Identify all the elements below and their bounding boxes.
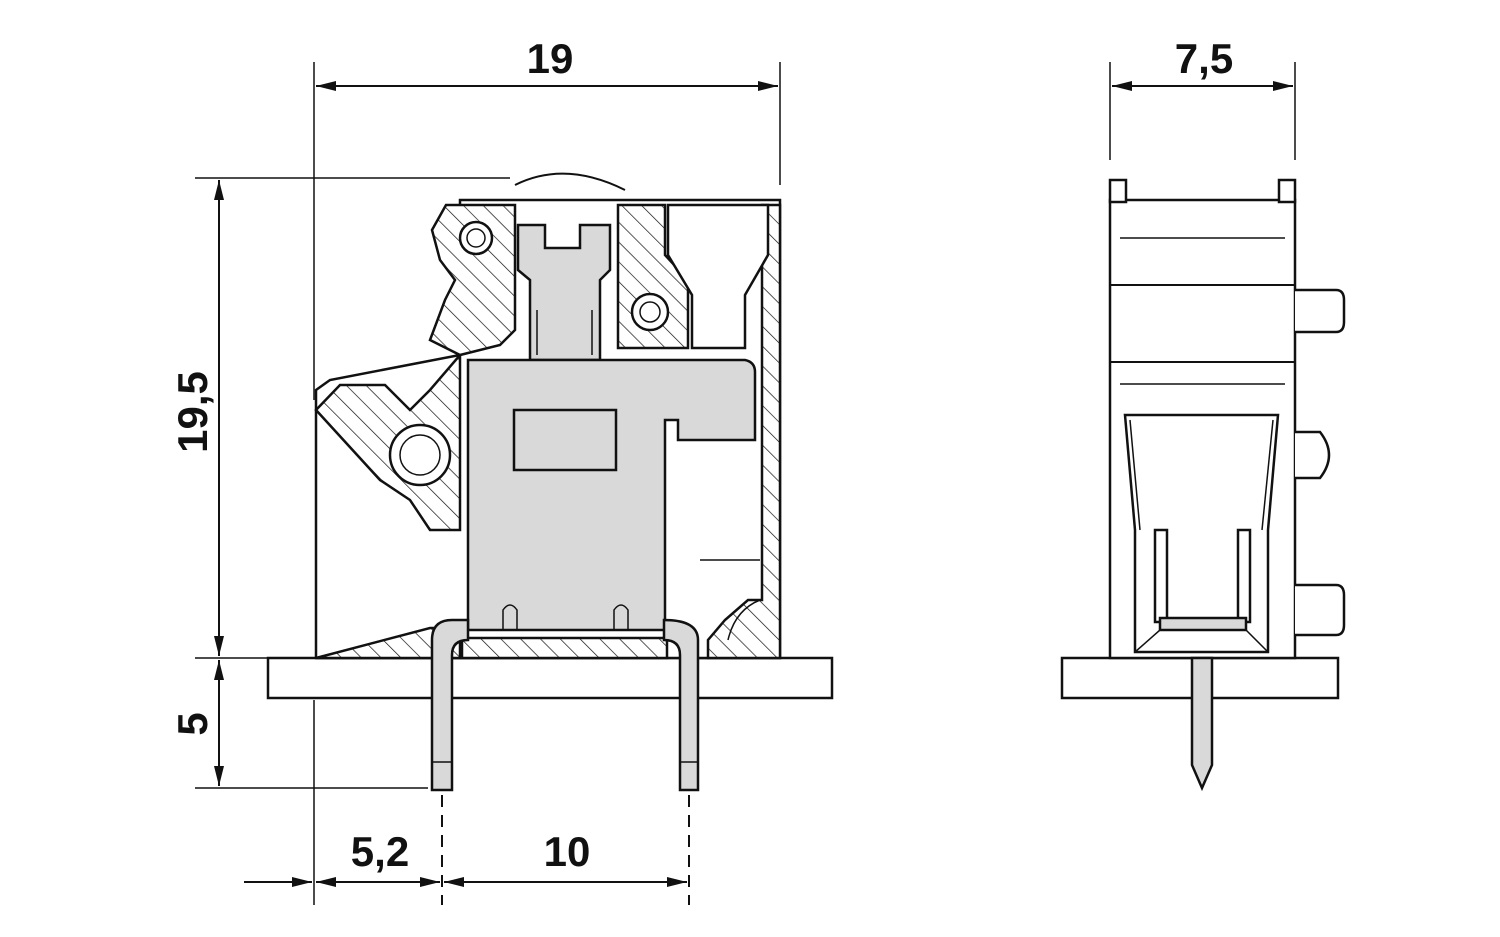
dim-overall-height: 19,5 xyxy=(169,371,216,453)
dim-pin-pitch: 10 xyxy=(544,828,591,875)
screw-dome xyxy=(514,172,626,191)
solder-pin-right xyxy=(662,618,700,792)
dimension-lines xyxy=(195,62,1296,905)
side-wire-opening xyxy=(1123,413,1280,654)
mounting-hole xyxy=(630,292,670,332)
side-solder-pin xyxy=(1190,656,1214,792)
housing-right-wall xyxy=(706,203,782,660)
dim-pin-length: 5 xyxy=(169,712,216,735)
clamp-screw xyxy=(516,223,612,362)
mounting-hole xyxy=(388,423,452,487)
pcb-board xyxy=(266,656,834,700)
housing-base-strip xyxy=(460,636,669,660)
dim-pin-offset: 5,2 xyxy=(351,828,409,875)
housing-upper-left-section xyxy=(428,203,517,357)
solder-pin-left xyxy=(430,618,470,792)
front-view xyxy=(266,172,834,792)
mounting-hole xyxy=(458,220,494,256)
side-clamp-contact xyxy=(1158,616,1248,632)
side-latch-top xyxy=(1295,288,1346,334)
dim-overall-width: 19 xyxy=(527,35,574,82)
clamp-window xyxy=(512,408,618,472)
side-view xyxy=(1060,178,1346,792)
wire-entry-funnel xyxy=(666,203,770,350)
side-latch-bottom xyxy=(1295,583,1346,637)
side-latch-middle xyxy=(1295,430,1331,480)
dim-side-width: 7,5 xyxy=(1175,35,1233,82)
